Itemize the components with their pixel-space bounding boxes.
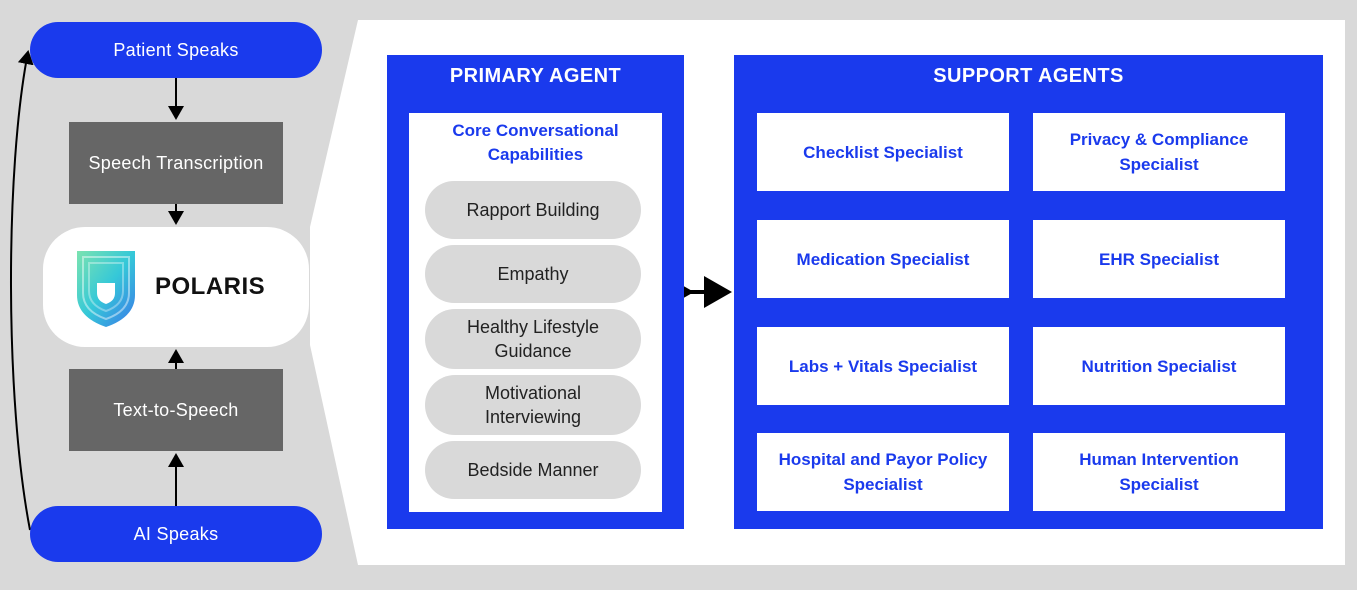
capability-item: Rapport Building	[425, 181, 641, 239]
text-to-speech-node: Text-to-Speech	[69, 369, 283, 451]
capability-item: Empathy	[425, 245, 641, 303]
support-agents-title: SUPPORT AGENTS	[933, 65, 1124, 87]
capability-item: Bedside Manner	[425, 441, 641, 499]
specialist-card: EHR Specialist	[1033, 220, 1285, 298]
specialist-card: Privacy & Compliance Specialist	[1033, 113, 1285, 191]
core-capabilities-box: Core Conversational Capabilities Rapport…	[409, 113, 662, 512]
specialist-card: Checklist Specialist	[757, 113, 1009, 191]
capability-item: Healthy Lifestyle Guidance	[425, 309, 641, 369]
polaris-label: POLARIS	[155, 273, 266, 300]
specialist-card: Medication Specialist	[757, 220, 1009, 298]
specialist-card: Nutrition Specialist	[1033, 327, 1285, 405]
capability-item: Motivational Interviewing	[425, 375, 641, 435]
primary-agent-title: PRIMARY AGENT	[449, 65, 622, 87]
speech-transcription-node: Speech Transcription	[69, 122, 283, 204]
patient-speaks-node: Patient Speaks	[30, 22, 322, 78]
specialist-card: Labs + Vitals Specialist	[757, 327, 1009, 405]
primary-agent-panel: PRIMARY AGENT Core Conversational Capabi…	[387, 55, 684, 529]
patient-speaks-label: Patient Speaks	[113, 39, 239, 60]
polaris-logo-icon	[77, 251, 135, 327]
text-to-speech-label: Text-to-Speech	[113, 399, 239, 420]
ai-speaks-node: AI Speaks	[30, 506, 322, 562]
ai-speaks-label: AI Speaks	[133, 523, 219, 544]
polaris-node: POLARIS	[43, 227, 309, 347]
speech-transcription-label: Speech Transcription	[88, 152, 264, 173]
specialist-card: Human Intervention Specialist	[1033, 433, 1285, 511]
arrow-loop-ai-to-patient	[10, 50, 34, 531]
specialist-card: Hospital and Payor Policy Specialist	[757, 433, 1009, 511]
support-agents-panel: SUPPORT AGENTS Checklist Specialist Priv…	[734, 55, 1323, 529]
core-capabilities-title: Core Conversational Capabilities	[452, 121, 619, 164]
